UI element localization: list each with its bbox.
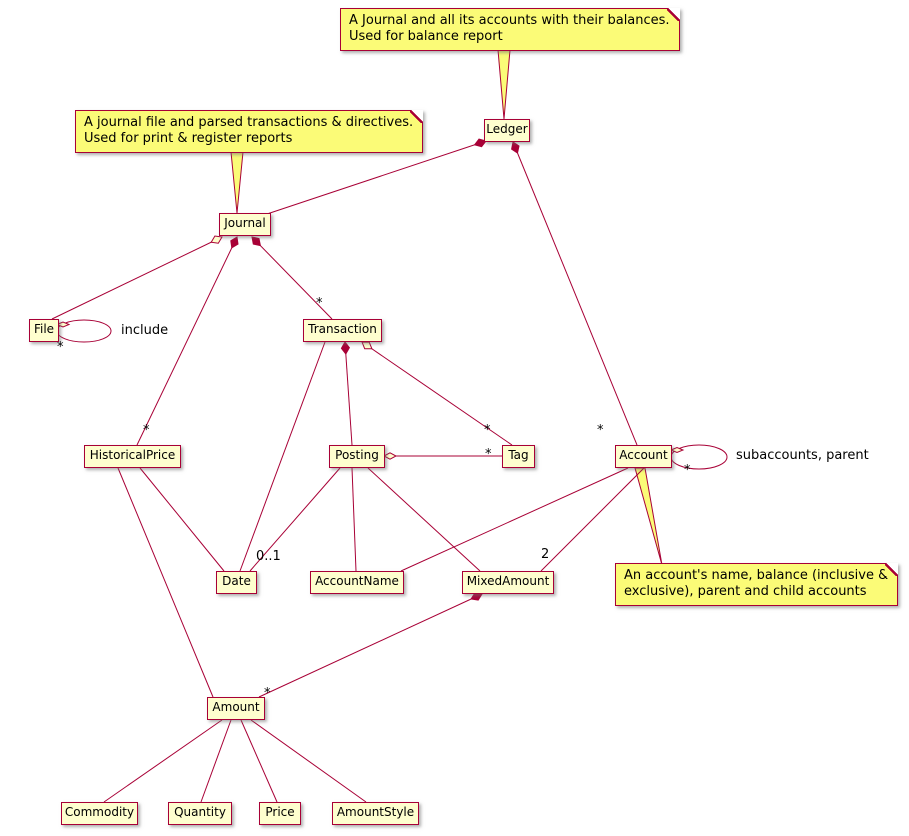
edge-label-include: include (121, 323, 169, 338)
note-journal-line-1: A journal file and parsed transactions &… (84, 115, 414, 130)
relationship-lines (51, 140, 728, 803)
note-fold-icon (410, 110, 424, 123)
class-label-posting: Posting (335, 448, 379, 462)
class-node-account: Account (615, 445, 672, 468)
class-node-transaction: Transaction (303, 319, 382, 342)
class-label-journal: Journal (224, 216, 266, 230)
multiplicity-tag-transaction: * (484, 423, 491, 438)
class-label-amountstyle: AmountStyle (336, 805, 415, 819)
multiplicity-historicalprice: * (143, 423, 150, 438)
class-label-accountname: AccountName (315, 574, 399, 588)
class-label-quantity: Quantity (174, 805, 226, 819)
multiplicity-transaction: * (316, 296, 323, 311)
class-node-posting: Posting (329, 445, 385, 468)
edge-label-subaccounts-parent: subaccounts, parent (736, 448, 869, 463)
class-label-tag: Tag (508, 448, 529, 462)
class-node-price: Price (259, 802, 301, 825)
note-fold-icon (885, 563, 899, 576)
class-node-tag: Tag (502, 445, 535, 468)
multiplicity-amount: * (264, 686, 271, 701)
class-node-file: File (29, 319, 59, 342)
class-label-file: File (33, 322, 55, 336)
class-label-amount: Amount (212, 700, 260, 714)
class-node-commodity: Commodity (61, 802, 138, 825)
note-ledger-line-2: Used for balance report (349, 29, 503, 44)
multiplicity-tag-posting: * (485, 447, 492, 462)
class-label-price: Price (265, 805, 295, 819)
class-label-date: Date (222, 574, 251, 588)
multiplicity-account-ledger: * (597, 423, 604, 438)
class-label-transaction: Transaction (308, 322, 377, 336)
class-node-ledger: Ledger (484, 119, 530, 142)
class-label-mixedamount: MixedAmount (466, 574, 550, 588)
aggregation-diamonds (55, 235, 685, 460)
multiplicity-date-posting: 0..1 (256, 549, 281, 564)
multiplicity-account-subaccounts: * (684, 463, 691, 478)
class-node-mixedamount: MixedAmount (462, 571, 554, 594)
note-ledger: A Journal and all its accounts with thei… (340, 8, 680, 51)
class-node-accountname: AccountName (310, 571, 404, 594)
note-ledger-line-1: A Journal and all its accounts with thei… (349, 13, 670, 28)
note-fold-icon (666, 8, 680, 21)
note-account: An account's name, balance (inclusive & … (615, 563, 899, 606)
class-label-commodity: Commodity (64, 805, 135, 819)
composition-diamonds (230, 138, 520, 601)
note-journal: A journal file and parsed transactions &… (75, 110, 424, 153)
note-journal-line-2: Used for print & register reports (84, 131, 293, 146)
note-connector-tails (230, 49, 663, 566)
class-label-ledger: Ledger (486, 122, 528, 136)
note-account-line-1: An account's name, balance (inclusive & (624, 568, 889, 583)
class-node-historicalprice: HistoricalPrice (84, 445, 181, 468)
class-node-amountstyle: AmountStyle (332, 802, 419, 825)
class-node-journal: Journal (219, 213, 271, 236)
multiplicity-mixedamount-account: 2 (541, 547, 550, 562)
class-label-historicalprice: HistoricalPrice (89, 448, 176, 462)
class-node-quantity: Quantity (168, 802, 232, 825)
class-node-amount: Amount (207, 697, 265, 720)
note-account-line-2: exclusive), parent and child accounts (624, 584, 867, 599)
class-node-date: Date (216, 571, 257, 594)
class-label-account: Account (619, 448, 668, 462)
multiplicity-file-include: * (57, 340, 64, 355)
